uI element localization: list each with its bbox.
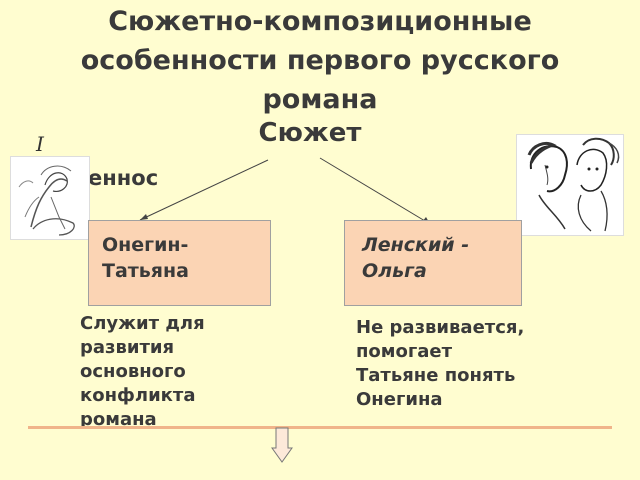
pair-label-onegin-tatiana: Онегин- Татьяна (102, 232, 189, 284)
pair-line: Онегин- (102, 234, 189, 256)
caption-line: основного (80, 361, 186, 382)
title-line-2: особенности первого русского (80, 45, 560, 76)
caption-line: Татьяне понять (356, 365, 516, 386)
pair-line: Ольга (362, 260, 427, 282)
pair-label-lensky-olga: Ленский - Ольга (362, 232, 469, 284)
left-caption: Служит для развития основного конфликта … (80, 312, 205, 432)
caption-line: Служит для (80, 313, 205, 334)
pair-box-onegin-tatiana (88, 220, 271, 306)
right-portrait-sketch (516, 134, 624, 236)
pair-box-lensky-olga (344, 220, 522, 306)
title-line-1: Сюжетно-композиционные (108, 6, 532, 37)
right-caption: Не развивается, помогает Татьяне понять … (356, 316, 524, 412)
pair-line: Татьяна (102, 260, 189, 282)
divider-line (28, 426, 612, 429)
caption-line: Не развивается, (356, 317, 525, 338)
caption-line: Онегина (356, 389, 443, 410)
left-portrait-sketch (10, 156, 90, 240)
plot-heading: Сюжет (258, 118, 362, 148)
caption-line: помогает (356, 341, 453, 362)
down-arrow-icon (271, 427, 293, 463)
caption-line: романа (80, 409, 157, 430)
caption-line: развития (80, 337, 175, 358)
title-line-3: романа (262, 84, 378, 115)
slide-title: Сюжетно-композиционные особенности перво… (0, 2, 640, 119)
caption-line: конфликта (80, 385, 196, 406)
partial-text: еннос (88, 166, 159, 190)
pair-line: Ленский - (362, 234, 470, 256)
roman-numeral: I (36, 132, 44, 156)
